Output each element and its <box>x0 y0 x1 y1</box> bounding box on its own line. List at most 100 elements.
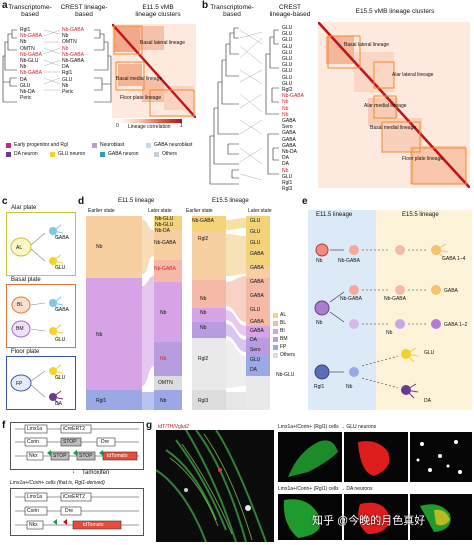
list-item: DA <box>282 161 289 168</box>
e15-right-block <box>246 376 270 410</box>
floor-plate-box: Floor plate FP GLU DA <box>6 349 76 410</box>
e15-right-block <box>246 266 270 278</box>
list-item: Nb-GLU <box>20 58 39 65</box>
e15-later-label: Later state <box>248 208 272 214</box>
panel-a-crossing-lines <box>44 29 60 91</box>
panel-f-label: f <box>2 420 6 431</box>
panel-b-transcriptome-header: Transcriptome- based <box>210 4 254 18</box>
e11-right-block <box>154 260 182 282</box>
e15-left-block <box>192 390 226 410</box>
e11-left-label: Nb <box>96 332 103 338</box>
panel-g-label: g <box>146 420 153 431</box>
g-glu-image-2 <box>344 432 408 482</box>
panel-d-sankey <box>86 216 270 410</box>
region-label-alar-medial: Alar medial lineage <box>364 103 407 109</box>
list-item: Nb <box>62 33 69 40</box>
alar-plate-title: Alar plate <box>11 205 37 212</box>
list-item: Nb <box>282 111 289 118</box>
floor-cells <box>10 364 64 406</box>
region-box <box>113 25 143 55</box>
g-da-image-2 <box>344 494 408 540</box>
e15-right-label: GABA <box>250 293 264 299</box>
f-line5-gene: Corin <box>27 508 39 514</box>
list-item: GLU <box>282 173 293 180</box>
region-box <box>115 61 145 91</box>
e-row2-mid1: Nb-GABA <box>340 296 362 302</box>
list-item: GABA <box>282 136 296 143</box>
list-item: GLU <box>282 62 293 69</box>
f-construct-lines <box>15 424 139 461</box>
e11-left-label: Rgl1 <box>96 398 107 404</box>
e-row3-end1: GLU <box>424 350 435 356</box>
list-item: Nb-GABA <box>20 33 42 40</box>
list-item: Nb-DA <box>282 149 298 156</box>
e15-right-label: GLU <box>250 357 261 363</box>
colorbar-label: Lineage correlation <box>128 124 171 130</box>
f-line6-gene: Nkx <box>29 522 38 528</box>
panel-e-lineage-diagram <box>314 243 449 399</box>
list-item: OMTN <box>62 39 77 46</box>
list-item: Rgl3 <box>282 186 293 193</box>
heatmap-diagonal <box>318 22 470 188</box>
region-label-floor-plate: Floor plate lineage <box>120 95 162 101</box>
list-item: GLU <box>282 80 293 87</box>
e11-right-label: Nb <box>160 310 167 316</box>
e11-right-block <box>154 390 182 410</box>
panel-e-label: e <box>302 196 308 207</box>
basal-code-top: BL <box>17 302 24 308</box>
list-item: Nb-DA <box>20 89 36 96</box>
f-line4-gene: Lmx1a <box>27 494 43 500</box>
f-line2-dre: Dre <box>101 439 110 445</box>
basal-cells <box>11 296 64 340</box>
e11-right-label: Nb-GABA <box>154 240 176 246</box>
e15-left-block <box>192 322 226 338</box>
e15-left-label: Nb <box>200 296 207 302</box>
list-item: Nb-GABA <box>62 58 84 65</box>
e11-left-label: Nb <box>96 244 103 250</box>
f-line4-construct: iCreERT2 <box>63 494 85 500</box>
list-item: Nb-GABA <box>20 51 42 58</box>
list-item: Nb <box>62 82 69 89</box>
list-item: Nb-GABA <box>62 51 84 58</box>
tamoxifen-label: Tamoxifen <box>82 470 110 476</box>
e15-left-block <box>192 308 226 322</box>
e15-left-label: Nb-GABA <box>192 218 214 224</box>
e15-right-label: GABA <box>250 279 264 285</box>
list-item: GLU <box>282 49 293 56</box>
floor-plate-title: Floor plate <box>11 349 40 356</box>
g-da-title: Lmx1a+/Corin+ (Rgl1) cells → DA neurons <box>278 486 373 492</box>
panel-a-crest-list: Nb-GABA Nb OMTN Nb Nb-GABA Nb-GABA DA Rg… <box>62 27 84 95</box>
list-item: DA <box>62 64 69 71</box>
e15-left-block <box>192 280 226 308</box>
e15-left-label: Rgl3 <box>198 398 209 404</box>
e15-left-block <box>192 338 226 390</box>
f-line3-stop2: STOP <box>79 453 93 459</box>
alar-plate-box: Alar plate AL GABA GLU <box>6 205 76 276</box>
basal-top-label: GABA <box>55 307 69 313</box>
e11-right-block <box>154 216 182 230</box>
region-label-basal-lateral: Basal lateral lineage <box>140 40 186 46</box>
floor-bottom-label: DA <box>55 401 62 407</box>
list-item: GLU <box>282 31 293 38</box>
e11-left-block <box>86 278 142 390</box>
e11-right-block <box>154 376 182 390</box>
e11-right-label: Nb-GABA <box>154 266 176 272</box>
colorbar-max: 1 <box>180 123 183 129</box>
e11-left-block <box>86 216 142 278</box>
region-label-basal-medial: Basal medial lineage <box>116 76 163 82</box>
region-label-alar-lateral: Alar lateral lineage <box>392 72 434 78</box>
f-line6-reporter: tdTomato <box>83 522 104 528</box>
panel-b-label: b <box>202 0 209 11</box>
heatmap-diagonal <box>112 24 196 118</box>
panel-b-list: GLU GLU GLU GLU GLU GLU GLU GLU GLU GLU … <box>282 25 304 192</box>
list-item: Peric <box>20 95 32 102</box>
heatmap-block <box>326 36 354 64</box>
alar-top-label: GABA <box>55 235 69 241</box>
heatmap-block <box>140 26 164 50</box>
e11-right-label: OMTN <box>158 380 173 386</box>
e15-right-label: GLU <box>250 229 261 235</box>
f-line5-dre: Dre <box>65 508 74 514</box>
panel-b-clusters-header: E15.5 vMB lineage clusters <box>355 8 435 15</box>
e15-left-label: Nb <box>200 325 207 331</box>
e11-right-block <box>154 230 182 260</box>
